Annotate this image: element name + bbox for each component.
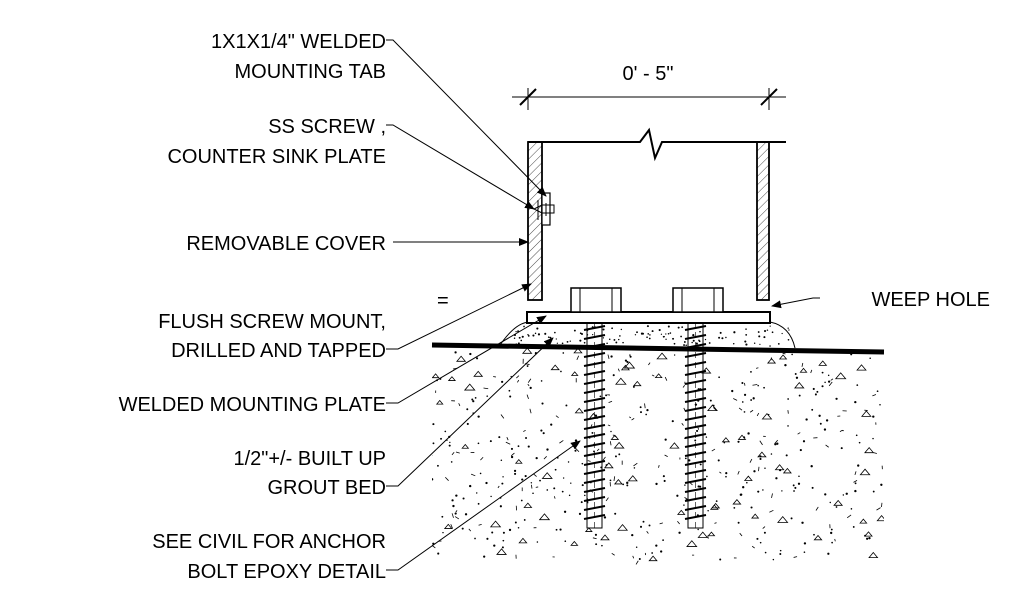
- right-wall: [756, 141, 770, 301]
- anchor-bolt-left: [583, 311, 606, 529]
- svg-text:WEEP HOLE: WEEP HOLE: [871, 289, 990, 311]
- svg-text:BOLT EPOXY DETAIL: BOLT EPOXY DETAIL: [187, 561, 386, 583]
- dimension-5in: [512, 88, 786, 110]
- callout-removable-cover: REMOVABLE COVER: [186, 233, 386, 255]
- svg-text:SS SCREW ,: SS SCREW ,: [268, 116, 386, 138]
- ground-line: [431, 342, 885, 355]
- svg-text:GROUT BED: GROUT BED: [267, 477, 386, 499]
- callout-mounting-plate: WELDED MOUNTING PLATE: [119, 394, 386, 416]
- callout-weep-hole: WEEP HOLE: [871, 289, 990, 311]
- svg-text:WELDED MOUNTING PLATE: WELDED MOUNTING PLATE: [119, 394, 386, 416]
- mounting-plate: [526, 311, 771, 324]
- dimension-label: 0' - 5": [623, 63, 674, 85]
- callout-flush-screw: FLUSH SCREW MOUNT, DRILLED AND TAPPED: [158, 311, 386, 362]
- svg-text:1/2"+/- BUILT UP: 1/2"+/- BUILT UP: [233, 448, 386, 470]
- nut-right: [672, 287, 724, 313]
- svg-text:DRILLED AND TAPPED: DRILLED AND TAPPED: [171, 340, 386, 362]
- equals-mark: =: [437, 290, 449, 312]
- removable-cover: [527, 141, 543, 301]
- svg-text:SEE CIVIL FOR ANCHOR: SEE CIVIL FOR ANCHOR: [152, 531, 386, 553]
- svg-text:COUNTER SINK PLATE: COUNTER SINK PLATE: [167, 146, 386, 168]
- callout-grout-bed: 1/2"+/- BUILT UP GROUT BED: [233, 448, 386, 499]
- svg-text:REMOVABLE COVER: REMOVABLE COVER: [186, 233, 386, 255]
- callout-mounting-tab: 1X1X1/4" WELDED MOUNTING TAB: [211, 31, 386, 83]
- svg-text:MOUNTING TAB: MOUNTING TAB: [235, 61, 386, 83]
- callout-anchor-bolt: SEE CIVIL FOR ANCHOR BOLT EPOXY DETAIL: [152, 531, 386, 583]
- svg-text:FLUSH SCREW MOUNT,: FLUSH SCREW MOUNT,: [158, 311, 386, 333]
- nut-left: [570, 287, 622, 313]
- grout-stipple: [513, 325, 790, 347]
- grout-bed: [497, 321, 796, 349]
- leader-lines: [386, 39, 820, 571]
- ss-screw: [532, 200, 555, 220]
- break-line: [528, 127, 786, 162]
- anchor-bolt-right: [684, 311, 707, 529]
- svg-text:1X1X1/4" WELDED: 1X1X1/4" WELDED: [211, 31, 386, 53]
- callout-ss-screw: SS SCREW , COUNTER SINK PLATE: [167, 116, 386, 168]
- concrete-soil: [432, 347, 884, 565]
